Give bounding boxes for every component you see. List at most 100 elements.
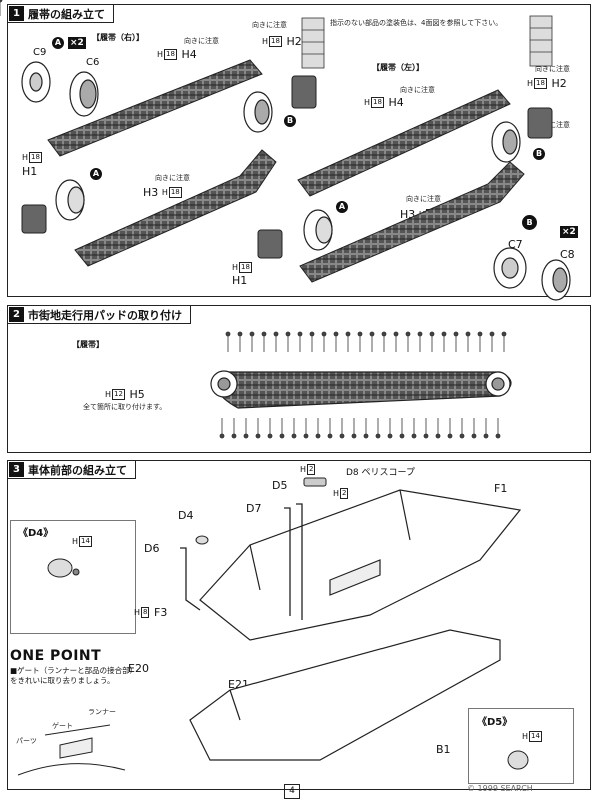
idler-left [303,209,333,251]
d7-rod [284,507,291,616]
c7-wheel [493,247,527,289]
part-c6: C6 [86,57,100,68]
times-two-bottom: ×2 [560,226,578,238]
right-track-upper [47,59,263,157]
c6-wheel [69,71,99,117]
pad-pin [315,418,321,439]
part-h1-left: H1 [232,274,248,287]
part-d4: D4 [178,509,194,522]
track-title: 【履帯】 [72,340,104,349]
part-e20: E20 [128,662,149,675]
pad-pin [399,418,405,439]
caution-note-3: 向きに注意 [155,174,190,182]
d5-inset-art [507,750,529,770]
pad-pin [471,418,477,439]
part-d8: D8 ペリスコープ [346,468,415,478]
pad-pin [219,418,225,439]
pad-pin [243,418,249,439]
pad-pin [363,418,369,439]
marker-b-right: B [284,115,296,127]
section-1-header: 1 履帯の組み立て [8,5,114,23]
marker-b-big: B [522,215,537,230]
d4-part [195,535,209,545]
h2-runner-grid-2 [529,15,553,67]
part-b1: B1 [436,743,451,756]
upper-hull-f1 [199,489,522,641]
pad-pin [489,331,495,352]
d4-inset-frame [10,520,136,634]
h1-link-left [257,229,283,259]
pad-pin [417,331,423,352]
pad-pin [411,418,417,439]
page-number: 4 [284,784,300,799]
caution-note-7: 向きに注意 [406,195,441,203]
h2-link-left [527,107,553,139]
part-c9: C9 [33,47,47,58]
one-point-text: ■ゲート（ランナーと部品の接合部）をきれいに取り去りましょう。 [10,666,134,685]
section-3-title: 車体前部の組み立て [28,463,127,477]
pad-pin [453,331,459,352]
marker-a-top: A [52,37,64,49]
sprocket-right [243,91,273,133]
pad-pin [261,331,267,352]
d8-periscope [303,477,327,487]
right-track-lower [74,149,277,267]
h2-link-right [291,75,317,109]
d5-rod [296,503,303,620]
pad-pin [459,418,465,439]
pad-pin [351,418,357,439]
part-h1-right: H1 [22,165,38,178]
section-3-header: 3 車体前部の組み立て [8,461,136,479]
one-point-title: ONE POINT [10,648,102,664]
pad-pin [255,418,261,439]
pad-pin [345,331,351,352]
marker-a-right: A [90,168,102,180]
pad-pin [393,331,399,352]
pad-pin [465,331,471,352]
left-track-lower [299,161,525,283]
pad-pin [387,418,393,439]
left-track-upper [297,89,511,197]
pad-pin [495,418,501,439]
caution-note-2: 向きに注意 [252,21,287,29]
pad-pin [429,331,435,352]
pad-pin [327,418,333,439]
section-2-header: 2 市街地走行用パッドの取り付け [8,306,191,324]
right-track-title: 【履帯（右）】 [92,33,144,42]
section-2-number: 2 [9,307,24,322]
d5-inset-frame [468,708,574,784]
pad-pin [309,331,315,352]
c8-wheel [541,259,571,301]
pad-pin [447,418,453,439]
pad-pin [303,418,309,439]
one-point-box: ONE POINT ■ゲート（ランナーと部品の接合部）をきれいに取り去りましょう… [10,648,136,790]
idler-right [55,179,85,221]
pad-pin [405,331,411,352]
part-label: パーツ [16,737,37,745]
d4-inset-title: 《D4》 [18,528,54,539]
d6-rod [180,547,201,611]
pad-pin [333,331,339,352]
pad-pin [381,331,387,352]
section-1-number: 1 [9,6,24,21]
watermark: © 1999 SEARCH [467,784,533,793]
pad-pin [249,331,255,352]
marker-a-left: A [336,201,348,213]
pad-pin [357,331,363,352]
pad-pin [501,331,507,352]
caution-note-4: 向きに注意 [400,86,435,94]
pad-pin [267,418,273,439]
sprocket-left [491,121,521,163]
left-track-title: 【履帯（左）】 [372,63,424,72]
